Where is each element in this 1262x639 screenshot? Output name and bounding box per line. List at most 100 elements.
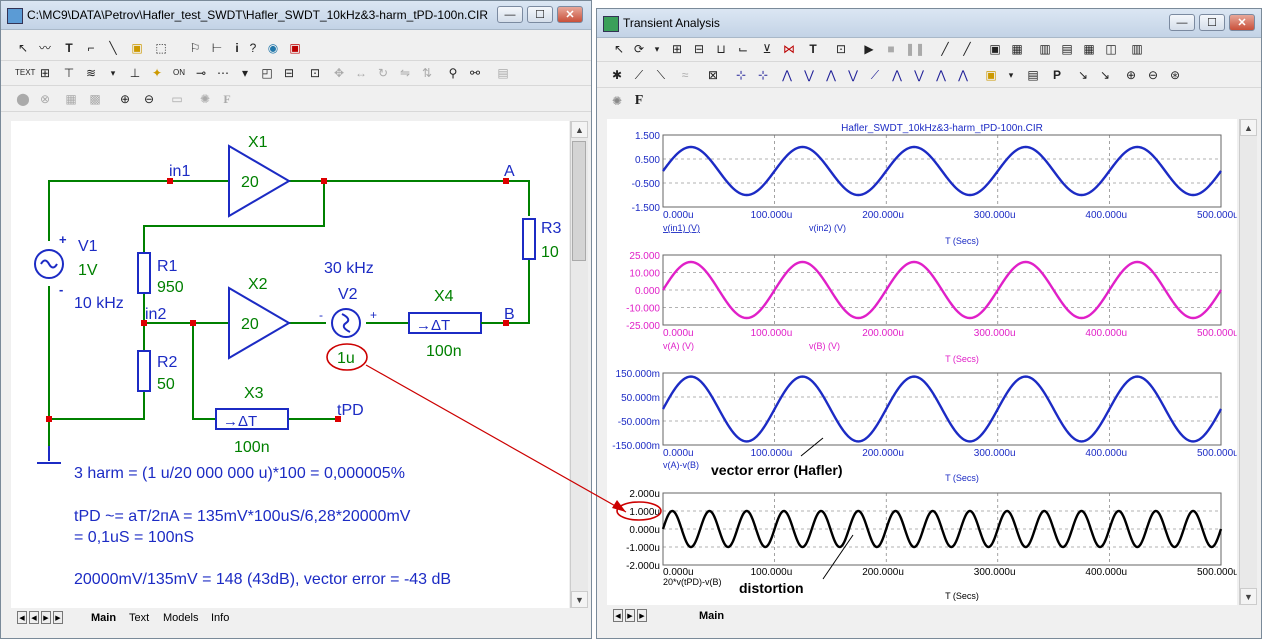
- pause-icon[interactable]: ❚❚: [905, 42, 926, 56]
- zoom-out-icon[interactable]: ⊖: [143, 92, 155, 106]
- prev-page-button[interactable]: ◀: [29, 611, 39, 624]
- tab-main[interactable]: Main: [91, 612, 117, 624]
- slope-icon[interactable]: ╱: [963, 42, 971, 56]
- analysis-zoom-out-icon[interactable]: ⊖: [1147, 68, 1159, 82]
- first-page-button[interactable]: ◀: [17, 611, 27, 624]
- pin-connections-icon[interactable]: ⊤: [63, 66, 75, 80]
- box-icon[interactable]: ◰: [261, 66, 273, 80]
- layout-4-icon[interactable]: ◫: [1105, 42, 1117, 56]
- line-tool-icon[interactable]: ╲: [109, 41, 117, 55]
- minimize-button[interactable]: —: [497, 6, 523, 23]
- print-icon[interactable]: ⊟: [283, 66, 295, 80]
- bus-icon[interactable]: ⊸: [195, 66, 207, 80]
- cancel-icon[interactable]: ⊗: [39, 92, 51, 106]
- x2-amplifier[interactable]: [228, 286, 291, 360]
- cursor-mode-a-icon[interactable]: ↘: [1077, 68, 1089, 82]
- peak-icon[interactable]: ⊻: [762, 42, 772, 56]
- analysis-prev-tab-button[interactable]: ◀: [613, 609, 623, 622]
- scroll-thumb[interactable]: [572, 141, 586, 261]
- component-icon[interactable]: ▣: [289, 41, 301, 55]
- binoculars-icon[interactable]: ⚯: [469, 66, 481, 80]
- top-icon[interactable]: ⋀: [936, 68, 946, 82]
- global-high-icon[interactable]: ⋀: [892, 68, 902, 82]
- analysis-tab-main[interactable]: Main: [699, 610, 725, 622]
- frame-icon[interactable]: ▣: [989, 42, 1001, 56]
- font-icon[interactable]: F: [223, 92, 231, 106]
- stop-icon[interactable]: ⬤: [16, 92, 30, 106]
- help-tool-icon[interactable]: ?: [249, 41, 257, 55]
- stop-run-icon[interactable]: ■: [887, 42, 895, 56]
- close-button[interactable]: ✕: [557, 6, 583, 23]
- mode-dropdown-icon[interactable]: ▾: [654, 44, 660, 54]
- dropdown-icon[interactable]: ▾: [1008, 70, 1014, 80]
- text-tool-icon[interactable]: T: [65, 41, 73, 55]
- attributes-icon[interactable]: ⊥: [129, 66, 141, 80]
- maximize-button[interactable]: ☐: [527, 6, 553, 23]
- layout-2-icon[interactable]: ▤: [1061, 42, 1073, 56]
- node-numbers-icon[interactable]: ⊞: [39, 66, 51, 80]
- dropdown-arrow-icon[interactable]: ▾: [110, 68, 116, 78]
- tag-icon[interactable]: ⌙: [737, 42, 749, 56]
- shape-tool-icon[interactable]: ⬚: [155, 41, 167, 55]
- valley-find-icon[interactable]: ⋁: [804, 68, 814, 82]
- flip-icon[interactable]: ↔: [355, 66, 367, 80]
- tab-info[interactable]: Info: [211, 612, 230, 624]
- global-low-icon[interactable]: ⋁: [914, 68, 924, 82]
- line-icon[interactable]: ╱: [941, 42, 949, 56]
- text-toggle-icon[interactable]: TEXT: [15, 68, 36, 77]
- text-icon[interactable]: T: [809, 42, 817, 56]
- analysis-scroll-down-arrow[interactable]: ▼: [1240, 588, 1257, 605]
- note-tool-icon[interactable]: ▣: [131, 41, 143, 55]
- p-key-icon[interactable]: P: [1052, 68, 1061, 82]
- schematic-titlebar[interactable]: C:\MC9\DATA\Petrov\Hafler_test_SWDT\Hafl…: [1, 1, 591, 30]
- cursor-icon[interactable]: ⊔: [716, 42, 726, 56]
- analysis-maximize-button[interactable]: ☐: [1199, 14, 1225, 31]
- notes-icon[interactable]: ▤: [497, 66, 509, 80]
- analysis-minimize-button[interactable]: —: [1169, 14, 1195, 31]
- on-off-icon[interactable]: ON: [173, 68, 185, 77]
- x3-delay-block[interactable]: [215, 408, 289, 430]
- analysis-last-tab-button[interactable]: ▶: [637, 609, 647, 622]
- layout-5-icon[interactable]: ▥: [1131, 42, 1143, 56]
- mode-icon[interactable]: ⟳: [633, 42, 645, 56]
- tile-icon[interactable]: ⊠: [707, 68, 719, 82]
- tab-text[interactable]: Text: [129, 612, 150, 624]
- grid-icon[interactable]: ≋: [85, 66, 97, 80]
- grid-toggle-icon[interactable]: ▦: [1011, 42, 1023, 56]
- align-icon[interactable]: ✥: [333, 66, 345, 80]
- scroll-down-arrow[interactable]: ▼: [571, 591, 588, 608]
- layout-3-icon[interactable]: ▦: [1083, 42, 1095, 56]
- info-tool-icon[interactable]: i: [235, 41, 239, 55]
- prev-data-icon[interactable]: ⊹: [757, 68, 769, 82]
- mirror-icon[interactable]: ⇋: [399, 66, 411, 80]
- gear-icon[interactable]: ✺: [199, 92, 211, 106]
- r1-resistor[interactable]: [137, 252, 151, 294]
- pin-tool-icon[interactable]: ⊢: [211, 41, 223, 55]
- next-page-button[interactable]: ▶: [41, 611, 51, 624]
- dynamic-icon[interactable]: ▣: [985, 68, 997, 82]
- low-icon[interactable]: ⋁: [848, 68, 858, 82]
- bottom-icon[interactable]: ⋀: [958, 68, 968, 82]
- x1-amplifier[interactable]: [228, 144, 291, 218]
- schematic-vscrollbar[interactable]: ▲ ▼: [570, 121, 588, 608]
- r3-resistor[interactable]: [522, 218, 536, 260]
- properties-icon[interactable]: ⊡: [309, 66, 321, 80]
- analysis-gear-icon[interactable]: ✺: [611, 94, 623, 108]
- flag-tool-icon[interactable]: ⚐: [189, 41, 201, 55]
- select-icon[interactable]: ↖: [613, 42, 625, 56]
- analysis-titlebar[interactable]: Transient Analysis — ☐ ✕: [597, 9, 1261, 38]
- probe-cursor-icon[interactable]: ✱: [611, 68, 623, 82]
- peak-find-icon[interactable]: ⋀: [782, 68, 792, 82]
- zoom-fit-icon[interactable]: ⊛: [1169, 68, 1181, 82]
- inflection-icon[interactable]: ⟋: [870, 68, 880, 82]
- scale-icon[interactable]: ⊞: [671, 42, 683, 56]
- analysis-vscrollbar[interactable]: ▲ ▼: [1239, 119, 1257, 605]
- run-icon[interactable]: ▶: [864, 42, 874, 56]
- tab-models[interactable]: Models: [163, 612, 199, 624]
- ungroup-icon[interactable]: ▩: [89, 92, 101, 106]
- folder-icon[interactable]: ▭: [171, 92, 183, 106]
- wave-icon[interactable]: ≈: [681, 68, 689, 82]
- cursor-right-icon[interactable]: ⟍: [656, 68, 666, 82]
- globe-icon[interactable]: ◉: [267, 41, 279, 55]
